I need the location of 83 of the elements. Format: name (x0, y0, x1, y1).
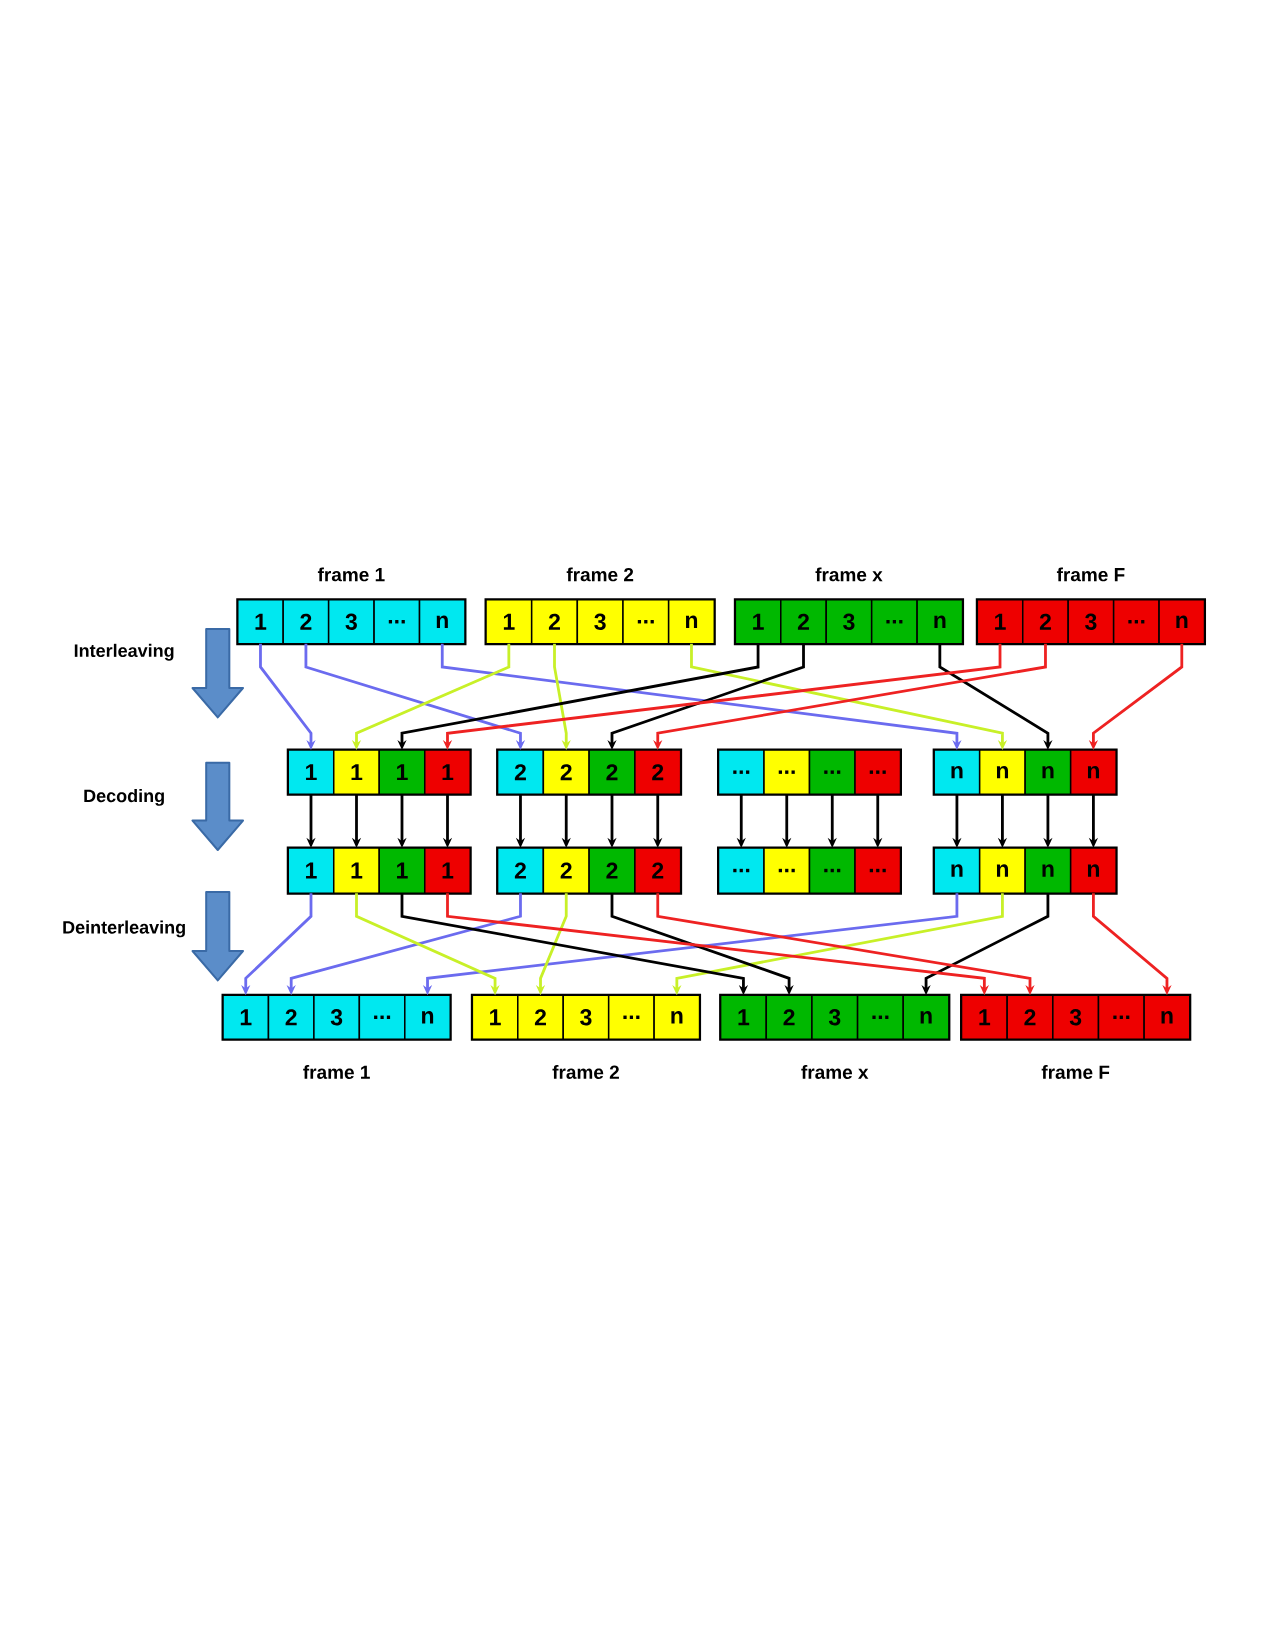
symbol-cell: ... (854, 847, 902, 894)
symbol-cell: 2 (634, 749, 682, 795)
symbol-cell: 3 (313, 994, 361, 1041)
symbol-cell: ... (622, 598, 670, 645)
symbol-cell: 2 (780, 598, 827, 645)
symbol-cell: n (1143, 994, 1191, 1041)
symbol-cell: ... (856, 994, 904, 1041)
symbol-cell: ... (607, 994, 655, 1041)
symbol-cell: 2 (634, 847, 682, 894)
symbol-cell: 2 (496, 749, 545, 795)
symbol-cell: 1 (960, 994, 1008, 1041)
symbol-cell: 2 (542, 847, 590, 894)
symbol-cell: ... (854, 749, 902, 795)
symbol-cell: ... (373, 598, 421, 645)
frame-label: frame 2 (566, 567, 634, 582)
symbol-cell: 1 (734, 598, 782, 645)
symbol-cell: n (916, 598, 964, 645)
symbol-cell: 2 (282, 598, 330, 645)
symbol-cell: n (1069, 847, 1117, 894)
symbol-cell: ... (808, 749, 856, 795)
symbol-cell: ... (358, 994, 406, 1041)
symbol-cell: 3 (327, 598, 375, 645)
symbol-cell: 1 (976, 598, 1024, 645)
symbol-cell: 2 (765, 994, 813, 1041)
symbol-cell: 1 (378, 749, 426, 795)
symbol-cell: 2 (542, 749, 590, 795)
stage-label: Deinterleaving (63, 920, 185, 938)
symbol-cell: n (1158, 598, 1206, 645)
frame-label: frame x (815, 567, 883, 582)
symbol-cell: 1 (287, 749, 335, 795)
symbol-cell: n (404, 994, 451, 1041)
frame-label: frame F (1041, 1065, 1110, 1079)
symbol-cell: 2 (1022, 598, 1069, 645)
symbol-cell: ... (763, 847, 811, 894)
symbol-cell: 1 (471, 994, 519, 1041)
symbol-cell: 3 (562, 994, 610, 1041)
symbol-cell: n (978, 749, 1026, 795)
symbol-cell: ... (717, 847, 765, 894)
symbol-cell: 2 (496, 847, 545, 894)
symbol-cell: 2 (267, 994, 315, 1041)
symbol-cell: n (902, 994, 950, 1041)
stage-label: Interleaving (74, 643, 174, 661)
symbol-cell: n (978, 847, 1026, 894)
symbol-cell: n (667, 598, 716, 645)
symbol-cell: 1 (424, 847, 471, 894)
symbol-cell: ... (1097, 994, 1145, 1041)
symbol-cell: 1 (333, 847, 380, 894)
frame-label: frame 1 (317, 567, 385, 582)
symbol-cell: 2 (517, 994, 564, 1041)
symbol-cell: 1 (378, 847, 426, 894)
symbol-cell: 1 (237, 598, 284, 645)
symbol-cell: 2 (1006, 994, 1054, 1041)
frame-label: frame x (801, 1065, 869, 1079)
symbol-cell: n (653, 994, 701, 1041)
symbol-cell: ... (717, 749, 765, 795)
symbol-cell: n (933, 847, 981, 894)
frame-label: frame 2 (552, 1065, 619, 1079)
symbol-cell: n (933, 749, 981, 795)
symbol-cell: 3 (1052, 994, 1100, 1041)
symbol-cell: 3 (825, 598, 873, 645)
frame-label: frame 1 (303, 1065, 370, 1079)
symbol-cell: 2 (530, 598, 579, 645)
symbol-cell: n (1024, 847, 1072, 894)
symbol-cell: ... (870, 598, 918, 645)
symbol-cell: n (1069, 749, 1117, 795)
symbol-cell: 1 (719, 994, 767, 1041)
symbol-cell: 1 (485, 598, 533, 645)
symbol-cell: 3 (1067, 598, 1115, 645)
symbol-cell: 1 (424, 749, 471, 795)
symbol-cell: 3 (811, 994, 859, 1041)
symbol-cell: 2 (588, 847, 636, 894)
frame-label: frame F (1056, 567, 1125, 582)
symbol-cell: n (418, 598, 466, 645)
symbol-cell: n (1024, 749, 1072, 795)
symbol-cell: 1 (222, 994, 270, 1041)
stage-label: Decoding (84, 789, 164, 806)
symbol-cell: 1 (333, 749, 380, 795)
symbol-cell: 1 (287, 847, 335, 894)
symbol-cell: ... (763, 749, 811, 795)
symbol-cell: ... (808, 847, 856, 894)
symbol-cell: 3 (576, 598, 624, 645)
symbol-cell: 2 (588, 749, 636, 795)
symbol-cell: ... (1112, 598, 1160, 645)
